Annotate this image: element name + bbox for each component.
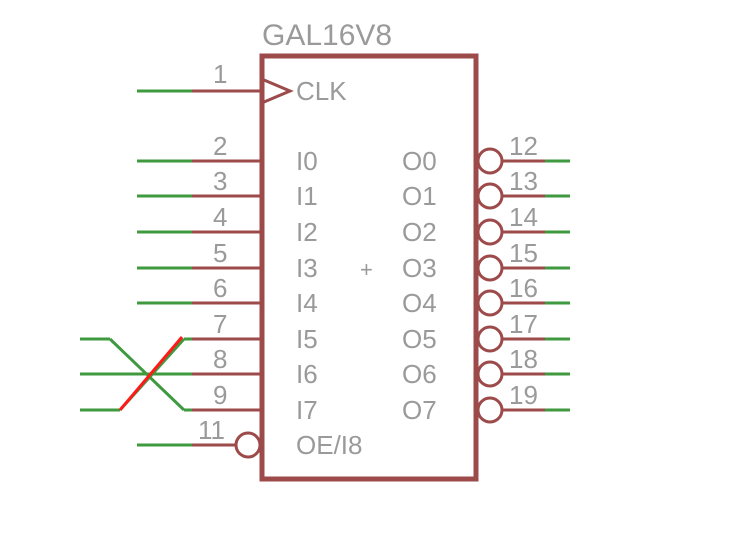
- pin-number-i5: 7: [213, 309, 227, 339]
- pin-name-i2: I2: [296, 217, 318, 247]
- pin-o5[interactable]: O5 17: [402, 309, 570, 354]
- pin-i6[interactable]: 8 I6: [192, 344, 318, 389]
- pin-name-i5: I5: [296, 324, 318, 354]
- pin-name-o0: O0: [402, 146, 437, 176]
- pin-number-i1: 3: [213, 166, 227, 196]
- pin-number-o6: 18: [509, 344, 538, 374]
- pin-oe[interactable]: 11 OE/I8: [137, 415, 362, 460]
- pin-i7[interactable]: 9 I7: [192, 380, 318, 425]
- pin-number-i2: 4: [213, 202, 227, 232]
- pin-clk[interactable]: 1 CLK: [137, 59, 347, 106]
- inversion-bubble-icon: [476, 396, 504, 424]
- pin-name-clk: CLK: [296, 76, 347, 106]
- clock-triangle-icon: [263, 78, 294, 104]
- inversion-bubble-icon: [476, 325, 504, 353]
- pin-name-i4: I4: [296, 288, 318, 318]
- pin-name-i3: I3: [296, 253, 318, 283]
- pin-i1[interactable]: 3 I1: [137, 166, 318, 211]
- pin-name-o7: O7: [402, 395, 437, 425]
- pin-number-i6: 8: [213, 344, 227, 374]
- pin-i0[interactable]: 2 I0: [137, 131, 318, 176]
- pin-number-i3: 5: [213, 238, 227, 268]
- pin-i2[interactable]: 4 I2: [137, 202, 318, 247]
- crossed-wires[interactable]: [80, 336, 192, 412]
- pin-name-i1: I1: [296, 181, 318, 211]
- pin-number-clk: 1: [213, 59, 227, 89]
- red-cross-line[interactable]: [118, 336, 184, 411]
- pin-o6[interactable]: O6 18: [402, 344, 570, 389]
- pin-number-o0: 12: [509, 131, 538, 161]
- pin-o1[interactable]: O1 13: [402, 166, 570, 211]
- pin-number-i4: 6: [213, 273, 227, 303]
- pin-i3[interactable]: 5 I3: [137, 238, 318, 283]
- pin-name-o6: O6: [402, 359, 437, 389]
- pin-name-o2: O2: [402, 217, 437, 247]
- pin-number-o1: 13: [509, 166, 538, 196]
- pin-number-i0: 2: [213, 131, 227, 161]
- pin-i4[interactable]: 6 I4: [137, 273, 318, 318]
- inversion-bubble-icon: [476, 218, 504, 246]
- pin-name-o5: O5: [402, 324, 437, 354]
- inversion-bubble-icon: [476, 254, 504, 282]
- pin-i5[interactable]: 7 I5: [192, 309, 318, 354]
- pin-name-o4: O4: [402, 288, 437, 318]
- pin-name-oe: OE/I8: [296, 430, 362, 460]
- inversion-bubble-icon: [234, 431, 262, 459]
- inversion-bubble-icon: [476, 147, 504, 175]
- pin-number-o4: 16: [509, 273, 538, 303]
- pin-o2[interactable]: O2 14: [402, 202, 570, 247]
- input-pins: 2 I0 3 I1 4 I2 5 I3 6 I4 7: [137, 131, 318, 425]
- pin-name-i6: I6: [296, 359, 318, 389]
- pin-number-o3: 15: [509, 238, 538, 268]
- pin-number-o5: 17: [509, 309, 538, 339]
- pin-o4[interactable]: O4 16: [402, 273, 570, 318]
- pin-number-o2: 14: [509, 202, 538, 232]
- pin-name-o1: O1: [402, 181, 437, 211]
- pin-o3[interactable]: O3 15: [402, 238, 570, 283]
- pin-number-i7: 9: [213, 380, 227, 410]
- pin-number-oe: 11: [198, 415, 225, 445]
- pin-o0[interactable]: O0 12: [402, 131, 570, 176]
- pin-name-i0: I0: [296, 146, 318, 176]
- inversion-bubble-icon: [476, 289, 504, 317]
- pin-number-o7: 19: [509, 380, 538, 410]
- output-pins: O0 12 O1 13 O2 14 O3 15 O4: [402, 131, 570, 425]
- pin-o7[interactable]: O7 19: [402, 380, 570, 425]
- part-name-label: GAL16V8: [262, 19, 392, 52]
- inversion-bubble-icon: [476, 360, 504, 388]
- pin-name-i7: I7: [296, 395, 318, 425]
- inversion-bubble-icon: [476, 182, 504, 210]
- origin-mark: +: [360, 257, 373, 282]
- pin-name-o3: O3: [402, 253, 437, 283]
